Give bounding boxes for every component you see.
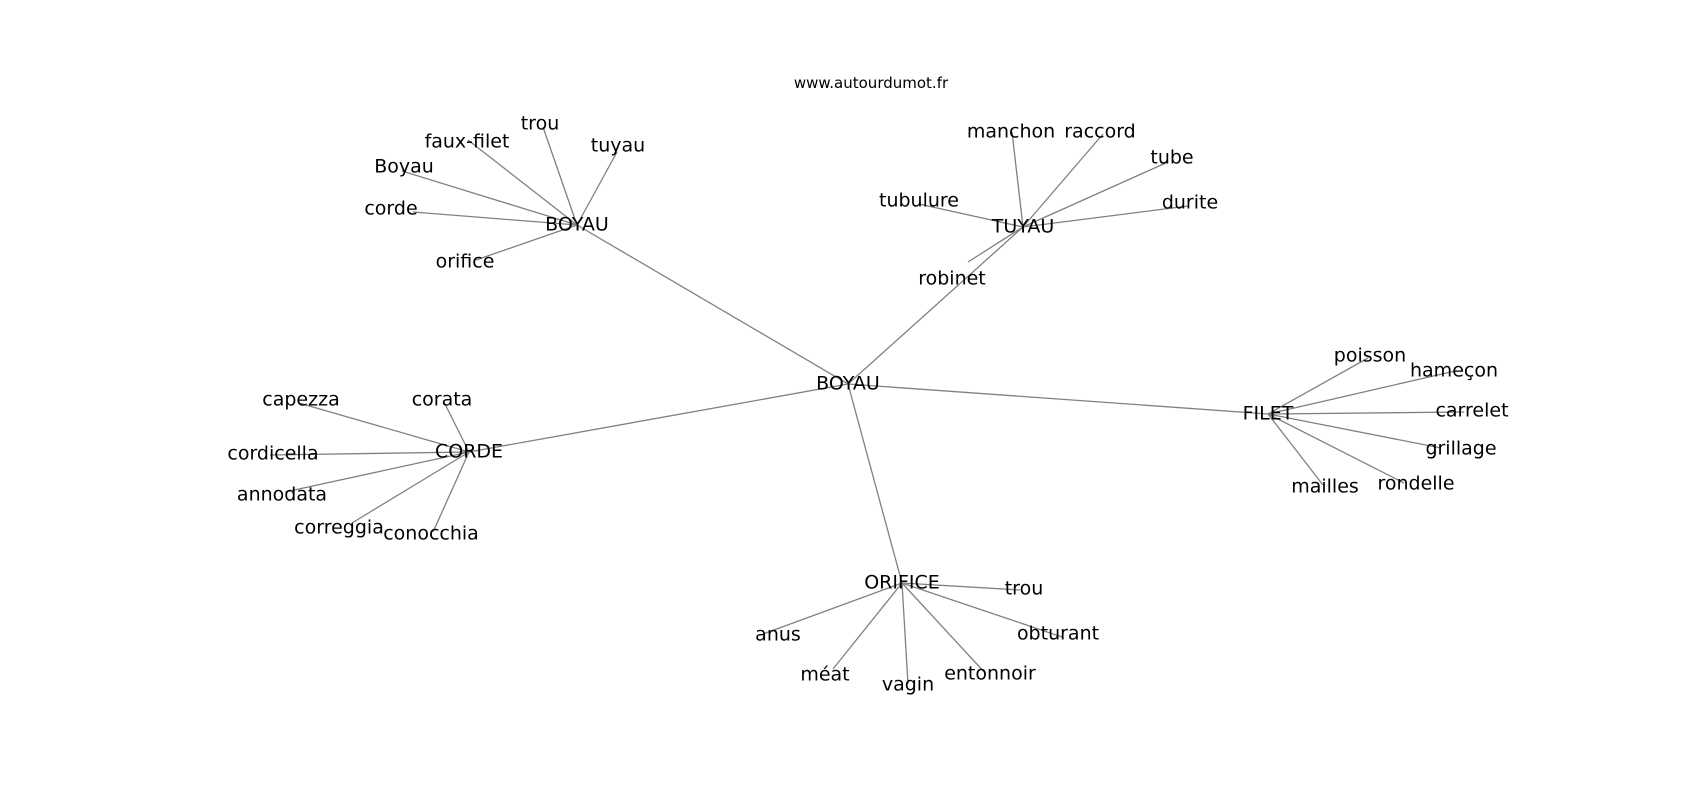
hub-node-tuyau[interactable]: TUYAU [991,216,1055,238]
edge-filet-leaf [1267,370,1456,415]
leaf-node[interactable]: durite [1162,192,1218,214]
edge-boyau-leaf [401,170,578,226]
leaf-node[interactable]: tuyau [591,135,645,157]
edge-center-to-boyau [576,224,849,385]
leaf-node[interactable]: grillage [1425,438,1496,460]
leaf-node[interactable]: orifice [436,251,495,273]
leaf-node[interactable]: annodata [237,484,327,506]
edge-boyau-leaf [467,139,578,226]
edge-orifice-leaf [901,582,1021,591]
edge-orifice-leaf [901,582,1063,638]
edge-orifice-leaf [832,582,903,670]
edge-center-to-orifice [847,383,903,584]
edge-tuyau-leaf [918,203,1024,228]
leaf-node[interactable]: manchon [967,121,1055,143]
edge-filet-leaf [1267,413,1442,449]
edge-filet-leaf [1267,357,1369,415]
leaf-node[interactable]: Boyau [374,156,434,178]
leaf-node[interactable]: trou [521,113,560,135]
leaf-node[interactable]: entonnoir [944,663,1036,685]
leaf-node[interactable]: méat [800,664,849,686]
hub-node-boyau[interactable]: BOYAU [545,214,609,236]
edge-orifice-leaf [901,582,909,685]
edge-tuyau-leaf [1022,161,1169,228]
hub-node-corde[interactable]: CORDE [435,441,503,463]
edge-orifice-leaf [762,582,903,635]
hub-node-orifice[interactable]: ORIFICE [864,572,940,594]
leaf-node[interactable]: trou [1005,578,1044,600]
edge-tuyau-leaf [1022,205,1189,228]
leaf-node[interactable]: cordicella [227,443,318,465]
edge-boyau-leaf [542,126,578,226]
leaf-node[interactable]: conocchia [383,523,479,545]
leaf-node[interactable]: correggia [294,517,384,539]
leaf-node[interactable]: rondelle [1377,473,1454,495]
edge-center-to-corde [468,383,849,453]
leaf-node[interactable]: raccord [1064,121,1136,143]
graph-labels: www.autourdumot.fr BOYAU BOYAU faux-filet t… [227,74,1508,696]
edge-filet-leaf [1267,413,1324,486]
edge-corde-leaf [269,451,470,456]
edge-boyau-leaf [412,211,578,226]
leaf-node[interactable]: obturant [1017,623,1099,645]
leaf-node[interactable]: tubulure [879,190,959,212]
hub-node-filet[interactable]: FILET [1243,403,1294,425]
edge-corde-leaf [351,451,470,524]
edge-tuyau-leaf [1011,131,1024,228]
edge-boyau-leaf [475,224,578,261]
leaf-node[interactable]: poisson [1334,345,1406,367]
edge-orifice-leaf [901,582,987,675]
edge-filet-leaf [1267,413,1405,484]
edge-center-to-filet [847,383,1269,415]
leaf-node[interactable]: hameçon [1410,360,1498,382]
leaf-node[interactable]: tube [1150,147,1193,169]
graph-edges [269,126,1465,685]
leaf-node[interactable]: faux-filet [425,131,510,153]
edge-corde-leaf [443,401,470,453]
leaf-node[interactable]: anus [755,624,801,646]
edge-corde-leaf [298,402,470,453]
leaf-node[interactable]: mailles [1291,476,1359,498]
edge-boyau-leaf [576,151,618,226]
edge-corde-leaf [432,451,470,533]
edge-corde-leaf [284,451,470,493]
edge-center-to-tuyau [847,226,1024,385]
edge-tuyau-leaf [1022,133,1104,228]
edge-tuyau-leaf [967,226,1024,263]
leaf-node[interactable]: carrelet [1435,400,1508,422]
leaf-node[interactable]: corata [412,389,473,411]
leaf-node[interactable]: vagin [882,674,934,696]
leaf-node[interactable]: capezza [262,389,339,411]
edge-filet-leaf [1267,411,1465,415]
center-node[interactable]: BOYAU [816,373,880,395]
leaf-node[interactable]: corde [364,198,417,220]
leaf-node[interactable]: robinet [918,268,986,290]
site-url[interactable]: www.autourdumot.fr [794,74,949,92]
